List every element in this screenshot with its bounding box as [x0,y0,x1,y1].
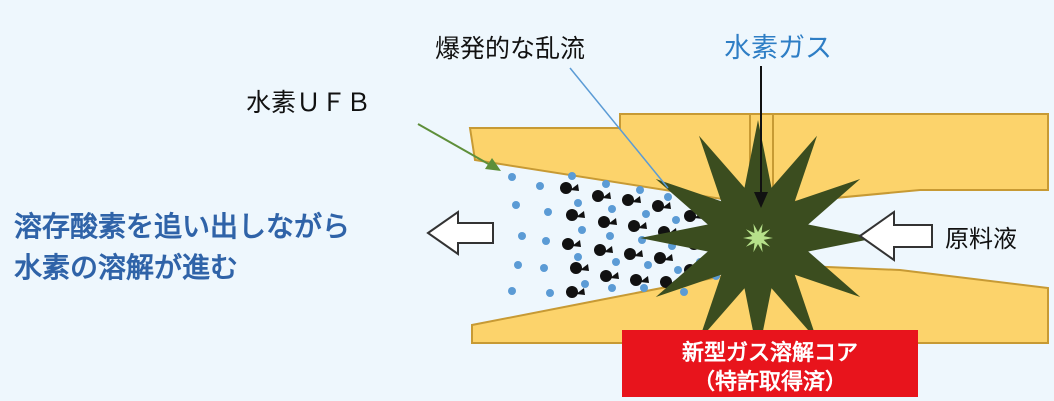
oxygen-bubble [566,209,585,221]
turbulence-burst-icon [640,120,876,356]
ufb-bubble [636,186,644,194]
raw-liquid-label: 原料液 [945,225,1017,253]
ufb-pointer [417,123,493,167]
oxygen-bubble [594,244,613,256]
ufb-bubble [574,199,582,207]
ufb-bubble [542,237,550,245]
ufb-pointer-arrowhead [485,158,501,171]
ufb-bubble [544,208,552,216]
ufb-bubble [581,280,589,288]
ufb-bubble [612,258,620,266]
oxygen-bubble [652,200,671,212]
ufb-bubble [672,216,680,224]
ufb-bubble [644,261,652,269]
ufb-bubble [608,284,616,292]
ufb-bubble [512,201,520,209]
ufb-bubble [608,205,616,213]
turbulence-label: 爆発的な乱流 [435,34,585,63]
oxygen-bubble [560,182,579,194]
oxygen-bubble [630,274,649,286]
turbulence-pointer [569,67,669,189]
ufb-bubble [536,182,544,190]
patent-status: （特許取得済） [693,369,847,395]
oxygen-bubble [562,238,581,250]
ufb-bubble [508,173,516,181]
ufb-bubble [518,232,526,240]
ufb-bubble [640,284,648,292]
ufb-bubble [602,180,610,188]
oxygen-bubble [592,190,611,202]
ufb-bubble [642,210,650,218]
ufb-bubble [680,288,688,296]
oxygen-bubble [654,252,673,264]
core-name-box: 新型ガス溶解コア （特許取得済） [622,330,918,397]
result-text-line1: 溶存酸素を追い出しながら [14,210,350,243]
ufb-bubble [574,253,582,261]
ufb-bubble [508,287,516,295]
oxygen-bubble [624,248,643,260]
oxygen-bubble [628,220,647,232]
ufb-bubble [540,264,548,272]
ufb-bubble [674,266,682,274]
hydrogen-gas-label: 水素ガス [724,33,832,64]
pointers [417,66,768,208]
oxygen-bubble [622,194,641,206]
ufb-bubble [664,193,672,201]
oxygen-bubble [566,286,585,298]
ufb-bubble [514,261,522,269]
ufb-bubble [578,226,586,234]
hydrogen-ufb-label: 水素ＵＦＢ [246,88,371,117]
oxygen-bubble [600,270,619,282]
result-arrow-icon [426,210,494,256]
oxygen-bubble [598,216,617,228]
raw-liquid-arrow-icon [858,210,933,262]
result-text-line2: 水素の溶解が進む [14,251,238,284]
ufb-bubble [546,289,554,297]
ufb-bubble [568,172,576,180]
oxygen-bubble [570,262,589,274]
core-name: 新型ガス溶解コア [682,340,858,366]
core-name-box-background [622,330,918,397]
ufb-bubble [606,232,614,240]
gas-pointer-arrowhead [754,192,768,208]
